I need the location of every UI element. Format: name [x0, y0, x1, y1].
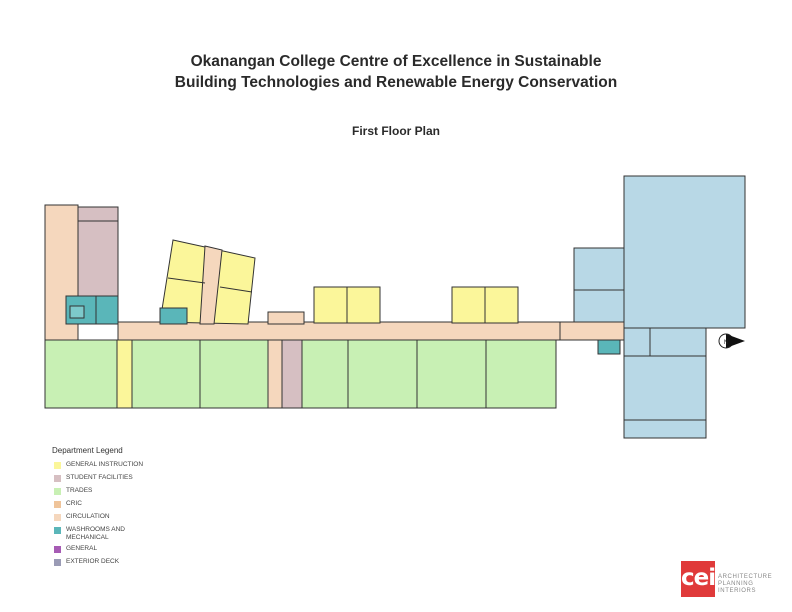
legend-item-exterior-deck: EXTERIOR DECK	[52, 558, 123, 571]
legend-item-general: GENERAL	[52, 545, 123, 558]
logo-line-planning: PLANNING	[718, 581, 754, 587]
legend-title: Department Legend	[52, 446, 123, 455]
cric-room-east	[623, 327, 707, 439]
legend-label: WASHROOMS AND MECHANICAL	[66, 526, 125, 541]
cric-room-north	[573, 247, 625, 323]
logo-line-architecture: ARCHITECTURE	[718, 574, 773, 580]
legend-label: STUDENT FACILITIES	[66, 474, 133, 481]
stair-circulation	[267, 339, 283, 409]
legend-swatch	[54, 501, 61, 508]
legend-label: GENERAL INSTRUCTION	[66, 461, 144, 468]
main-corridor	[117, 321, 575, 341]
logo-mark: cei	[681, 561, 716, 597]
department-legend: Department Legend GENERAL INSTRUCTION ST…	[52, 446, 143, 571]
north-arrow-label: N	[724, 340, 728, 346]
logo-line-interiors: INTERIORS	[718, 588, 757, 594]
legend-label: CRIC	[66, 500, 82, 507]
title-line-2: Building Technologies and Renewable Ener…	[174, 74, 618, 91]
legend-item-trades: TRADES	[52, 487, 123, 500]
legend-item-general-instruction: GENERAL INSTRUCTION	[52, 461, 143, 474]
legend-item-cric: CRIC	[52, 500, 123, 513]
plan-subtitle: First Floor Plan	[351, 124, 440, 138]
legend-swatch	[54, 514, 61, 521]
tilted-classroom-block	[159, 239, 256, 325]
legend-label: TRADES	[66, 487, 93, 494]
trades-lab-1	[44, 339, 118, 409]
washroom-west	[65, 295, 119, 325]
legend-label: EXTERIOR DECK	[66, 558, 120, 565]
corridor-stub	[267, 311, 305, 325]
corridor-connector	[559, 321, 625, 341]
title-line-1: Okanangan College Centre of Excellence i…	[190, 53, 602, 70]
legend-swatch	[54, 488, 61, 495]
washroom-east	[597, 339, 621, 355]
legend-label: GENERAL	[66, 545, 98, 552]
legend-swatch	[54, 559, 61, 566]
legend-item-circulation: CIRCULATION	[52, 513, 123, 526]
legend-swatch	[54, 546, 61, 553]
yellow-passage	[116, 339, 133, 409]
legend-item-student-facilities: STUDENT FACILITIES	[52, 474, 133, 487]
legend-swatch	[54, 475, 61, 482]
student-facilities-room-top	[77, 206, 119, 222]
legend-label: CIRCULATION	[66, 513, 110, 520]
legend-item-washrooms: WASHROOMS AND MECHANICAL	[52, 526, 125, 545]
student-facilities-south	[281, 339, 303, 409]
legend-swatch	[54, 527, 61, 534]
cric-main-shop	[623, 175, 746, 329]
legend-swatch	[54, 462, 61, 469]
north-arrow: N	[718, 333, 745, 349]
washroom-tilted	[159, 307, 188, 325]
washroom-west-stall	[69, 305, 85, 319]
trades-lab-3	[301, 339, 557, 409]
